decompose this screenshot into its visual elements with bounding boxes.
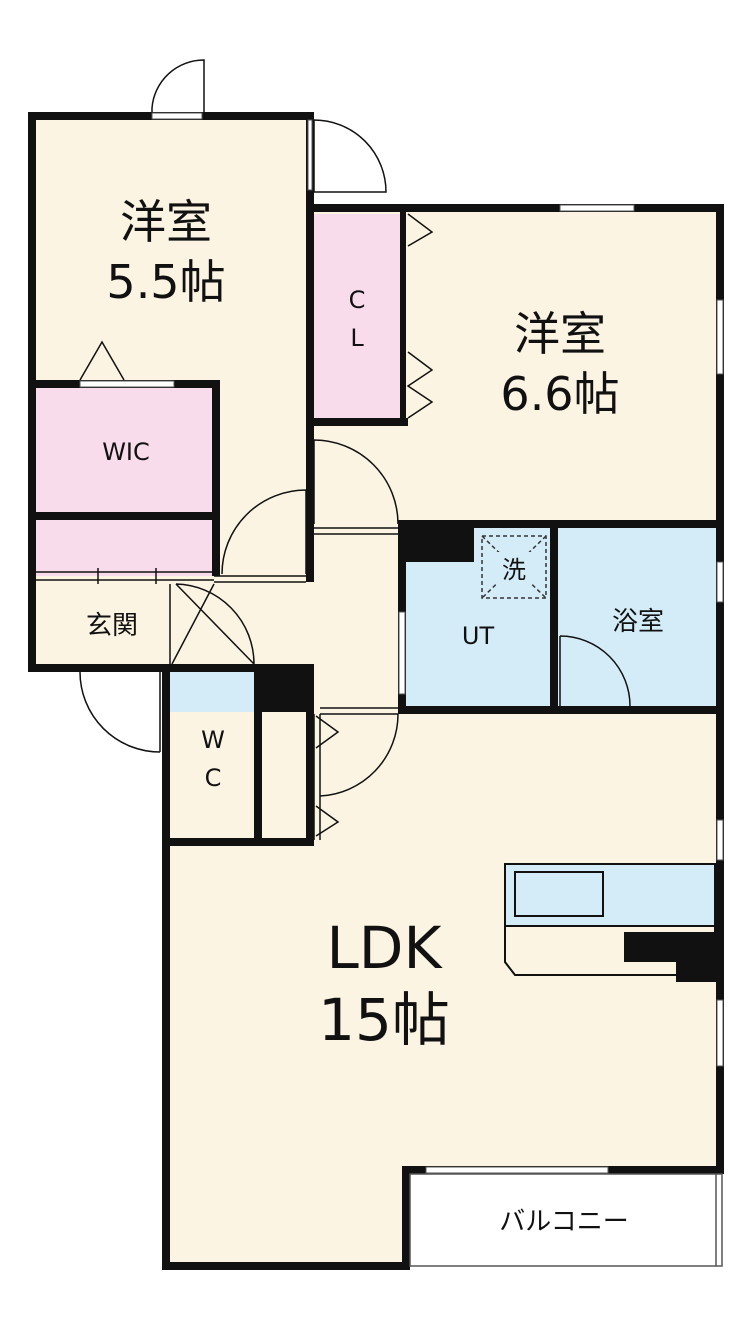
washer-label-bg (496, 552, 532, 584)
kitchen-sink-basin (514, 871, 604, 917)
window (425, 1166, 609, 1174)
wc-label-line2: C (205, 764, 222, 792)
wall (162, 838, 314, 846)
wall (402, 1166, 410, 1270)
bath-label: 浴室 (612, 607, 664, 637)
window (716, 561, 724, 603)
wall (28, 112, 36, 672)
wall-block (398, 520, 474, 562)
door-swing (171, 583, 215, 665)
door-swing (559, 635, 631, 707)
folding-door (315, 715, 340, 749)
western-room-1-floor (36, 118, 308, 386)
folding-door (406, 351, 434, 419)
wic-floor (36, 386, 214, 514)
wall (162, 664, 262, 672)
thin-lines (36, 527, 723, 1267)
closet-label-line1: C (349, 286, 366, 314)
western-room-1-name: 洋室 (120, 195, 212, 249)
balcony-label: バルコニー (499, 1207, 628, 1237)
wall (28, 664, 164, 672)
window (79, 380, 175, 388)
wall (550, 526, 558, 712)
entrance-label: 玄関 (86, 611, 138, 641)
wall (254, 664, 262, 846)
windows (79, 112, 724, 1174)
door-swings (79, 59, 631, 837)
wall (28, 512, 220, 520)
wic-label: WIC (102, 438, 150, 466)
window (716, 999, 724, 1067)
door-swing (313, 119, 387, 193)
utility-label: UT (462, 622, 495, 650)
window (398, 611, 406, 695)
window (307, 119, 313, 191)
ldk-name: LDK (326, 914, 443, 982)
ldk-size: 15帖 (318, 986, 450, 1054)
door-swing (319, 713, 399, 797)
wall-block (254, 664, 314, 712)
balcony-outline (409, 1173, 723, 1267)
door-swing (151, 59, 205, 112)
ldk-floor-lower (168, 1160, 404, 1264)
fridge-block-2 (676, 958, 718, 982)
fridge-block (624, 932, 718, 962)
closet-floor (314, 214, 406, 424)
western-room-2-size: 6.6帖 (500, 367, 619, 421)
wall (306, 418, 408, 426)
wc-label-line1: W (201, 726, 225, 754)
folding-door (407, 213, 434, 247)
door-swing (221, 489, 307, 575)
washer-label: 洗 (502, 556, 526, 584)
room-labels: 洋室 5.5帖 洋室 6.6帖 C L WIC 玄関 UT 洗 浴室 W C L… (86, 195, 664, 1237)
wall (212, 380, 220, 576)
door-swing (79, 671, 161, 753)
window (151, 112, 203, 120)
wall (162, 664, 170, 1269)
wall (162, 1262, 410, 1270)
washer-space (481, 535, 547, 599)
door-swing (313, 439, 399, 525)
folding-door (315, 805, 340, 837)
bath-floor (558, 528, 718, 708)
storage-strip-floor (36, 520, 214, 576)
window (716, 819, 724, 861)
western-room-2-name: 洋室 (514, 307, 606, 361)
door-swing (175, 583, 255, 665)
wall (306, 204, 724, 212)
folding-door (79, 340, 125, 381)
kitchen-counter (504, 863, 718, 982)
western-room-1-size: 5.5帖 (106, 255, 225, 309)
closet-label-line2: L (350, 324, 364, 352)
wall (400, 210, 406, 424)
wall (398, 520, 724, 528)
wall (398, 706, 724, 714)
window (559, 204, 635, 212)
wall (306, 112, 314, 582)
window (716, 299, 724, 375)
wall (716, 204, 724, 1174)
wall (306, 664, 314, 846)
